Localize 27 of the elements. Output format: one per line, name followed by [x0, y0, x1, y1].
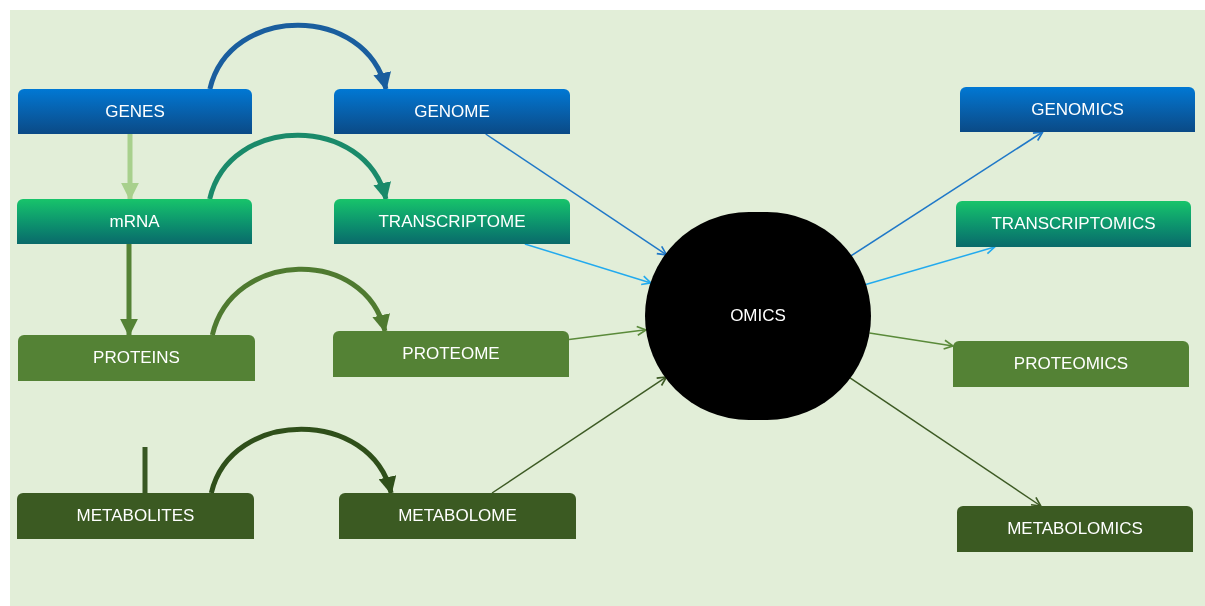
arrow — [207, 22, 389, 91]
arrow — [120, 244, 138, 337]
arrow — [864, 244, 996, 286]
arrow — [524, 243, 652, 286]
arrow — [849, 131, 1044, 257]
arrow — [568, 325, 647, 341]
category-box: PROTEINS — [18, 335, 255, 381]
category-box: TRANSCRIPTOMICS — [956, 201, 1191, 247]
arrow — [848, 376, 1042, 507]
arrow — [491, 376, 668, 494]
category-box: GENOMICS — [960, 87, 1195, 132]
category-box: PROTEOME — [333, 331, 569, 377]
arrow — [868, 332, 954, 350]
category-box: mRNA — [17, 199, 252, 244]
category-box: METABOLOMICS — [957, 506, 1193, 552]
arrow — [121, 134, 139, 201]
arrow — [210, 266, 388, 336]
category-box: METABOLITES — [17, 493, 254, 539]
category-box: GENES — [18, 89, 252, 134]
arrow — [209, 426, 394, 495]
category-box: TRANSCRIPTOME — [334, 199, 570, 244]
category-box: GENOME — [334, 89, 570, 134]
category-box: PROTEOMICS — [953, 341, 1189, 387]
connector-line — [142, 447, 148, 493]
category-box: METABOLOME — [339, 493, 576, 539]
arrow — [207, 132, 389, 201]
arrow — [484, 133, 668, 256]
